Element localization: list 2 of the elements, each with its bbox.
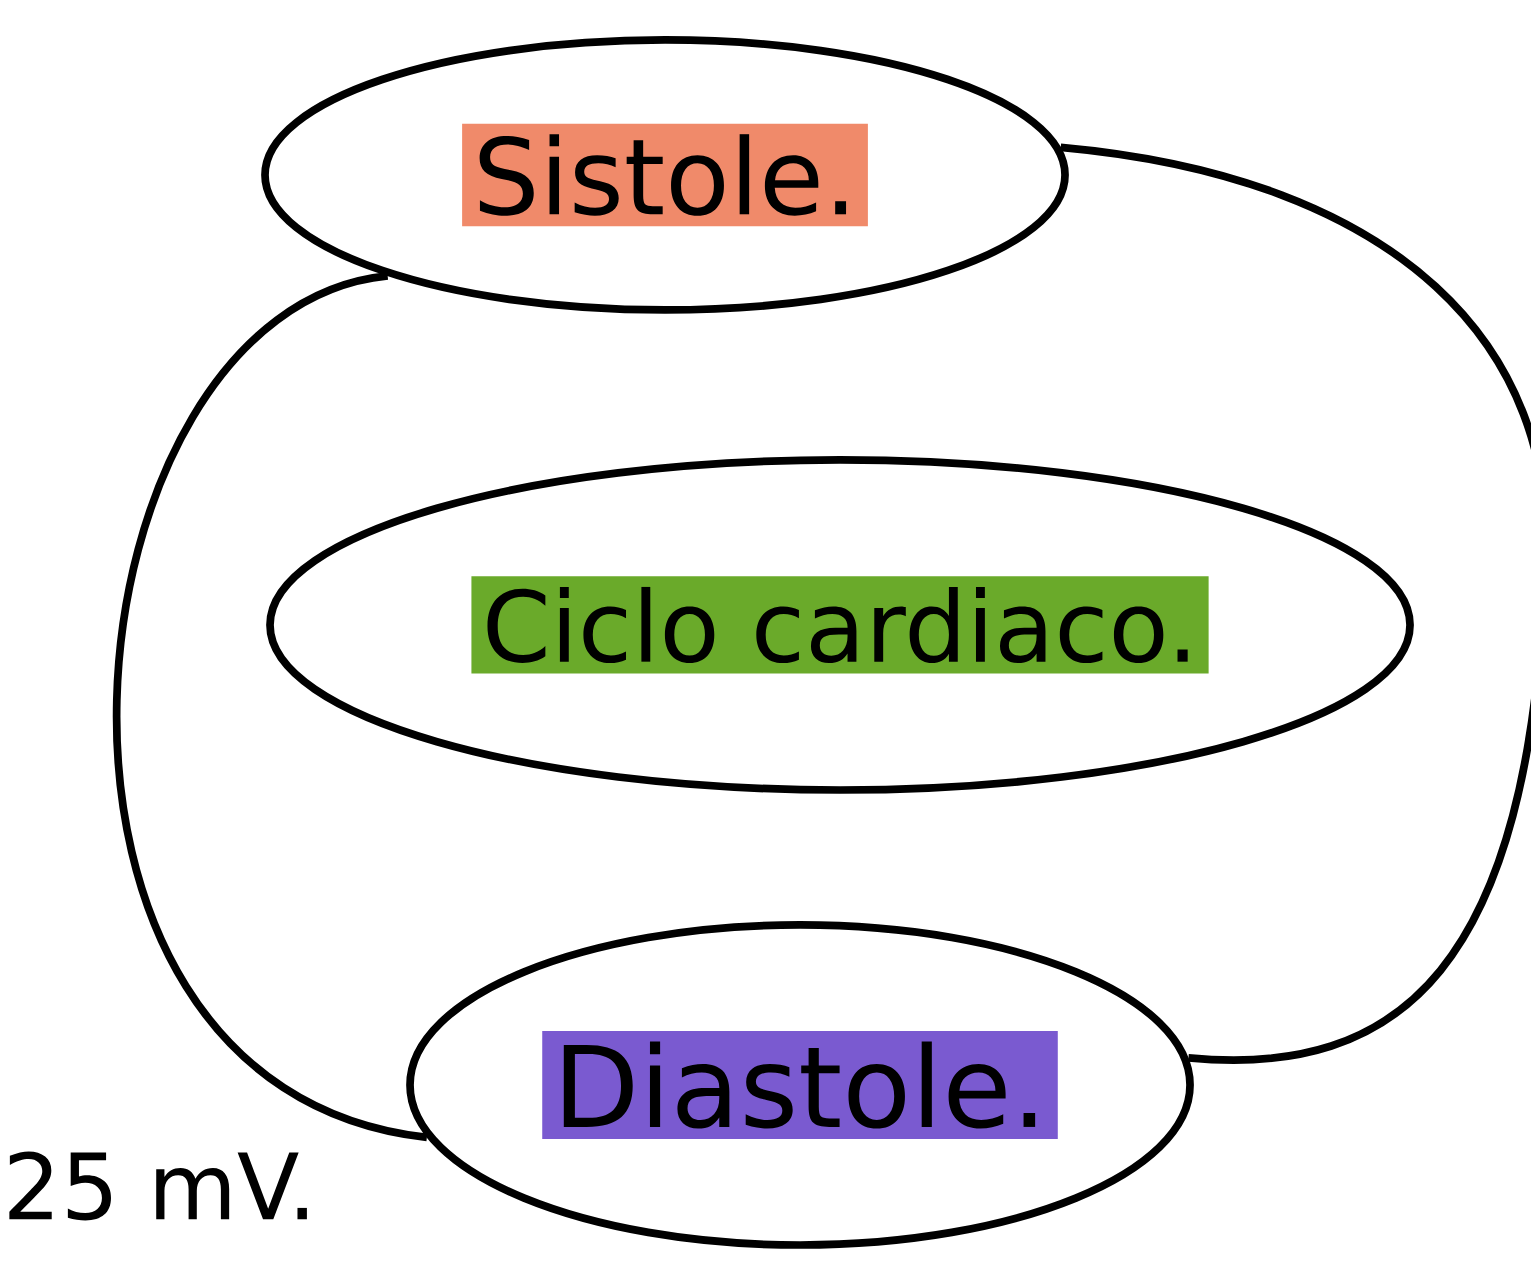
connector-line (1060, 143, 1531, 1064)
measurement-text: 25 mV. (9, 1151, 307, 1221)
